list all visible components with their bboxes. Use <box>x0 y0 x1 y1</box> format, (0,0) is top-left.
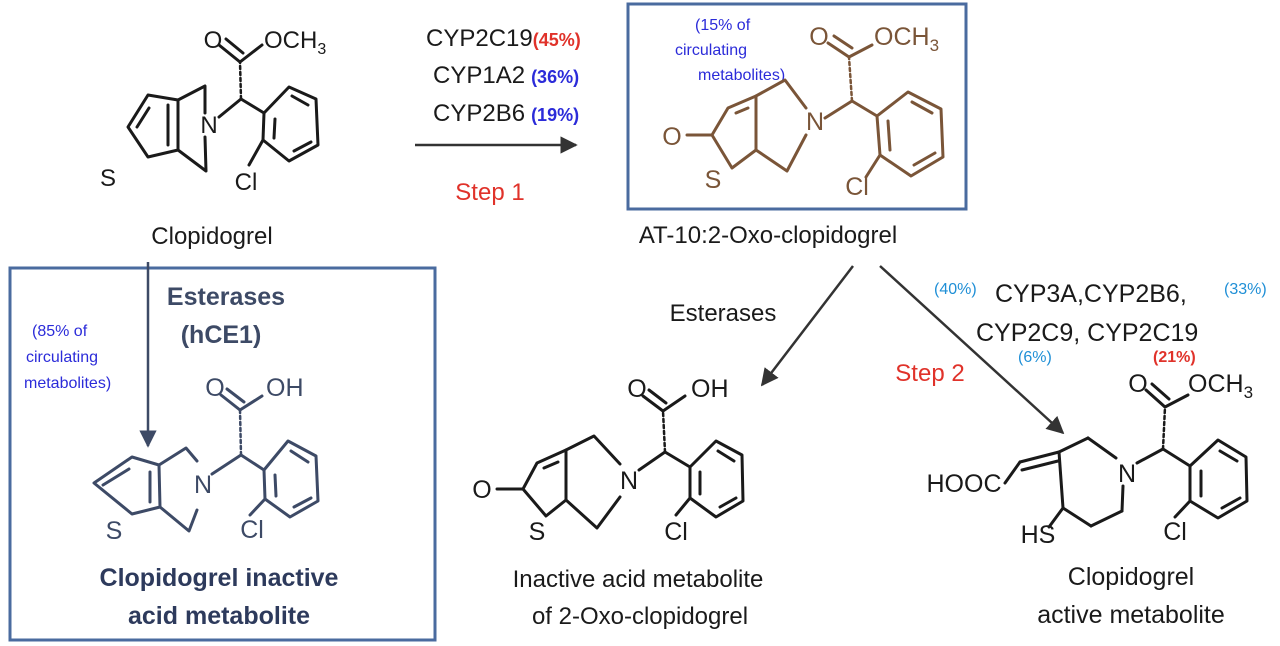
oxo-name: AT-10:2-Oxo-clopidogrel <box>639 222 897 249</box>
clopidogrel-methoxy: OCH3 <box>264 27 326 58</box>
step1-enzyme-1: CYP2C19(45%) <box>426 25 581 52</box>
active-metabolite-structure <box>1003 382 1249 529</box>
active-methoxy: OCH3 <box>1188 370 1253 402</box>
inactive-acid-carbonyl-o: O <box>205 374 224 402</box>
inactive-acid-note-line-3: metabolites) <box>24 375 111 392</box>
oxo-acid-name-line-1: Inactive acid metabolite <box>513 566 764 593</box>
inactive-acid-name-line-2: acid metabolite <box>128 602 310 630</box>
active-acid-group: HOOC <box>927 470 1002 498</box>
clopidogrel-carbonyl-o: O <box>204 27 223 54</box>
clopidogrel-nitrogen: N <box>200 112 217 139</box>
inactive-acid-box <box>8 266 437 642</box>
active-name-line-2: active metabolite <box>1037 601 1225 629</box>
oxo-acid-structure <box>495 388 745 530</box>
step1-enzymes: CYP2C19(45%) CYP1A2(36%) CYP2B6(19%) <box>426 25 581 127</box>
oxo-carbonyl-o: O <box>809 23 828 51</box>
step1-label: Step 1 <box>455 179 524 206</box>
active-thiol: HS <box>1021 521 1056 549</box>
oxo-note-line-2: circulating <box>675 42 747 59</box>
step2-pct-cyp2c9: (6%) <box>1018 349 1052 366</box>
oxo-nitrogen: N <box>806 108 824 136</box>
step1-enzyme-2: CYP1A2(36%) <box>433 62 579 89</box>
oxo-methoxy: OCH3 <box>874 23 939 55</box>
oxo-note: (15% of circulating metabolites) <box>675 17 785 84</box>
clopidogrel-chlorine: Cl <box>235 169 258 196</box>
clopidogrel-structure <box>126 37 320 173</box>
esterases-mid-label: Esterases <box>670 300 777 327</box>
clopidogrel-sulfur: S <box>100 165 116 192</box>
inactive-acid-note: (85% of circulating metabolites) <box>24 323 111 392</box>
clopidogrel-name: Clopidogrel <box>151 223 272 250</box>
oxo-note-line-3: metabolites) <box>698 67 785 84</box>
oxo-clopidogrel-structure <box>685 34 945 179</box>
active-nitrogen: N <box>1118 460 1136 488</box>
inactive-acid-sulfur: S <box>106 517 123 545</box>
oxo-note-line-1: (15% of <box>695 17 751 34</box>
oxo-acid-nitrogen: N <box>620 467 638 495</box>
esterases-left-line-1: Esterases <box>167 283 285 311</box>
oxo-acid-hydroxyl: OH <box>691 375 729 403</box>
inactive-acid-nitrogen: N <box>194 471 212 499</box>
inactive-acid-chlorine: Cl <box>240 516 264 544</box>
inactive-acid-hydroxyl: OH <box>266 374 304 402</box>
inactive-acid-name-line-1: Clopidogrel inactive <box>100 564 339 592</box>
oxo-acid-chlorine: Cl <box>664 518 688 546</box>
step2-pct-cyp3a: (40%) <box>934 281 977 298</box>
step2-pct-cyp2c19: (21%) <box>1153 349 1196 366</box>
oxo-clopidogrel-box <box>626 2 968 211</box>
inactive-acid-note-line-1: (85% of <box>32 323 88 340</box>
step2-enzymes-line-2: CYP2C9, CYP2C19 <box>976 319 1198 347</box>
oxo-oxo-o: O <box>662 123 681 151</box>
step1-enzyme-3: CYP2B6(19%) <box>433 100 579 127</box>
inactive-acid-structure <box>92 387 320 533</box>
step2-pct-cyp2b6: (33%) <box>1224 281 1267 298</box>
oxo-chlorine: Cl <box>845 173 869 201</box>
active-name-line-1: Clopidogrel <box>1068 563 1194 591</box>
oxo-sulfur: S <box>705 166 722 194</box>
esterases-left-line-2: (hCE1) <box>181 321 262 349</box>
oxo-acid-name-line-2: of 2-Oxo-clopidogrel <box>532 603 748 630</box>
step2-enzymes-line-1: CYP3A,CYP2B6, <box>995 280 1187 308</box>
active-chlorine: Cl <box>1163 518 1187 546</box>
oxo-acid-sulfur: S <box>529 518 546 546</box>
inactive-acid-note-line-2: circulating <box>26 349 98 366</box>
esterases-mid-arrow <box>760 265 854 387</box>
step2-arrow <box>879 265 1065 435</box>
step2-label: Step 2 <box>895 360 964 387</box>
oxo-acid-carbonyl-o: O <box>627 375 646 403</box>
active-carbonyl-o: O <box>1128 370 1147 398</box>
oxo-acid-oxo-o: O <box>472 476 491 504</box>
